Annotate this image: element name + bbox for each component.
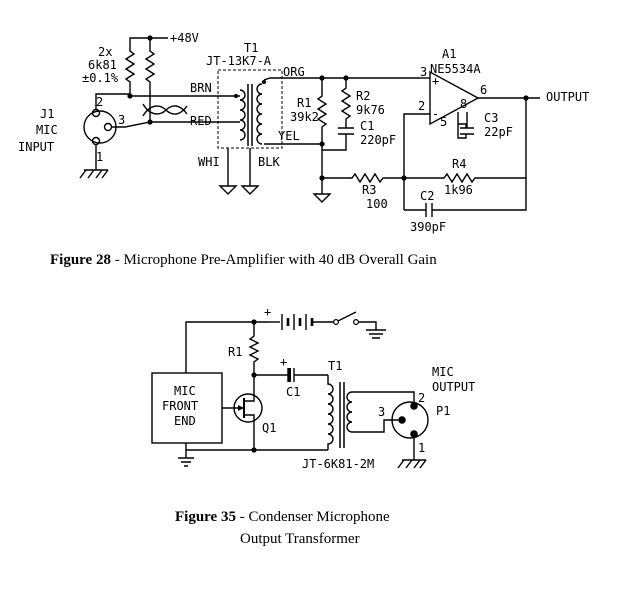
resistor-pair-tolerance: ±0.1% [82,71,119,85]
output-label: OUTPUT [546,90,589,104]
c1-label-fig35: C1 [286,385,300,399]
r2-label: R2 [356,89,370,103]
t1-label: T1 [244,41,258,55]
j1-input-label: INPUT [18,140,54,154]
r1-resistor-fig35 [248,322,260,375]
resistor-pair-value: 6k81 [88,58,117,72]
figure-28-caption: Figure 28 - Microphone Pre-Amplifier wit… [50,252,437,268]
switch-ground-symbol [366,329,386,339]
t1-part-label: JT-13K7-A [206,54,272,68]
secondary-to-pin2 [352,391,415,404]
wire-red-label: RED [190,114,212,128]
p1-label: P1 [436,404,450,418]
c2-capacitor [404,178,527,217]
j1-xlr-jack: J1 MIC INPUT 2 3 1 [18,95,125,164]
resistor-left [124,37,148,94]
j1-ground-symbol [79,145,109,179]
c3-label: C3 [484,111,498,125]
r3-value: 100 [366,197,388,211]
battery-symbol: + [264,305,336,330]
r4-label: R4 [452,157,466,171]
battery-plus-label: + [264,305,271,319]
j1-label: J1 [40,107,54,121]
t1-transformer: T1 JT-13K7-A BRN RED WHI ORG YEL BLK [190,41,305,169]
r2-resistor [340,78,352,128]
t1-label-fig35: T1 [328,359,342,373]
r2-value: 9k76 [356,103,385,117]
front-end-line1: MIC [174,384,196,398]
p1-pin2-label: 2 [418,391,425,405]
mic-output-line1: MIC [432,365,454,379]
resistor-pair-qty: 2x [98,45,112,59]
r1-value: 39k2 [290,110,319,124]
wire-blk-label: BLK [258,155,280,169]
figure-28-number: Figure 28 [50,252,111,268]
c3-value: 22pF [484,125,513,139]
r1-label-fig35: R1 [228,345,242,359]
p1-xlr-plug: MIC OUTPUT P1 2 3 1 [378,365,475,455]
c3-leads [457,112,467,139]
a1-pin5: 5 [440,115,447,129]
ground-rail-wire [185,443,328,451]
t1-core-ground [240,148,260,195]
wire-whi-label: WHI [198,155,220,169]
t1-primary-ground [218,148,238,195]
t1-part-label-fig35: JT-6K81-2M [302,457,374,471]
figure-35-number: Figure 35 [175,509,236,525]
figure-28-title: - Microphone Pre-Amplifier with 40 dB Ov… [111,252,437,268]
q1-label: Q1 [262,421,276,435]
fig35-ground-symbol [178,450,194,467]
j1-pin1-label: 1 [96,150,103,164]
c1-capacitor [322,127,354,151]
top-rail-wire [185,321,270,373]
mic-output-line2: OUTPUT [432,380,475,394]
figure-35-title-line2: Output Transformer [240,531,360,547]
p1-pin3-label: 3 [378,405,385,419]
a1-pin3: 3 [420,65,427,79]
c1-label: C1 [360,119,374,133]
r4-value: 1k96 [444,183,473,197]
p1-pin1-label: 1 [418,441,425,455]
j1-mic-label: MIC [36,123,58,137]
a1-pin6: 6 [480,83,487,97]
r3-resistor [322,172,404,184]
q1-jfet: Q1 [222,375,276,450]
c1-plus-label: + [280,355,287,369]
a1-part-label: NE5534A [430,62,481,76]
j1-pin2-label: 2 [96,95,103,109]
r1-resistor [316,78,328,178]
secondary-top-wire [263,77,420,81]
wire-yel-label: YEL [278,129,300,143]
front-end-line2: FRONT [162,399,198,413]
a1-pin2: 2 [418,99,425,113]
r4-resistor [404,98,527,184]
t1-output-transformer: T1 JT-6K81-2M [302,359,374,471]
figure-28-schematic: J1 MIC INPUT 2 3 1 +48V 2x 6k81 ±0.1% [18,31,589,234]
ground-node-symbol [312,178,332,203]
c2-value: 390pF [410,220,446,234]
opamp-minus: - [432,107,439,121]
wire-org-label: ORG [283,65,305,79]
resistor-right [144,37,168,122]
r3-label: R3 [362,183,376,197]
p1-ground-symbol [397,438,427,469]
power-switch [335,311,377,330]
a1-label: A1 [442,47,456,61]
pin3-wire [112,121,230,128]
secondary-to-pin3 [352,419,398,433]
a1-opamp: + - A1 NE5534A 3 2 6 8 5 [418,47,487,129]
opamp-plus: + [432,74,439,88]
r1-label: R1 [297,96,311,110]
figure-35-schematic: + R1 MIC FRONT END Q1 + C1 [151,305,475,471]
wire-brn-label: BRN [190,81,212,95]
j1-pin3-label: 3 [118,113,125,127]
supply-label: +48V [170,31,199,45]
a1-pin8: 8 [460,97,467,111]
c1-value: 220pF [360,133,396,147]
figure-35-title-line1: - Condenser Microphone [236,509,390,525]
figure-35-caption-line1: Figure 35 - Condenser Microphone [175,509,390,525]
c2-label: C2 [420,189,434,203]
front-end-line3: END [174,414,196,428]
